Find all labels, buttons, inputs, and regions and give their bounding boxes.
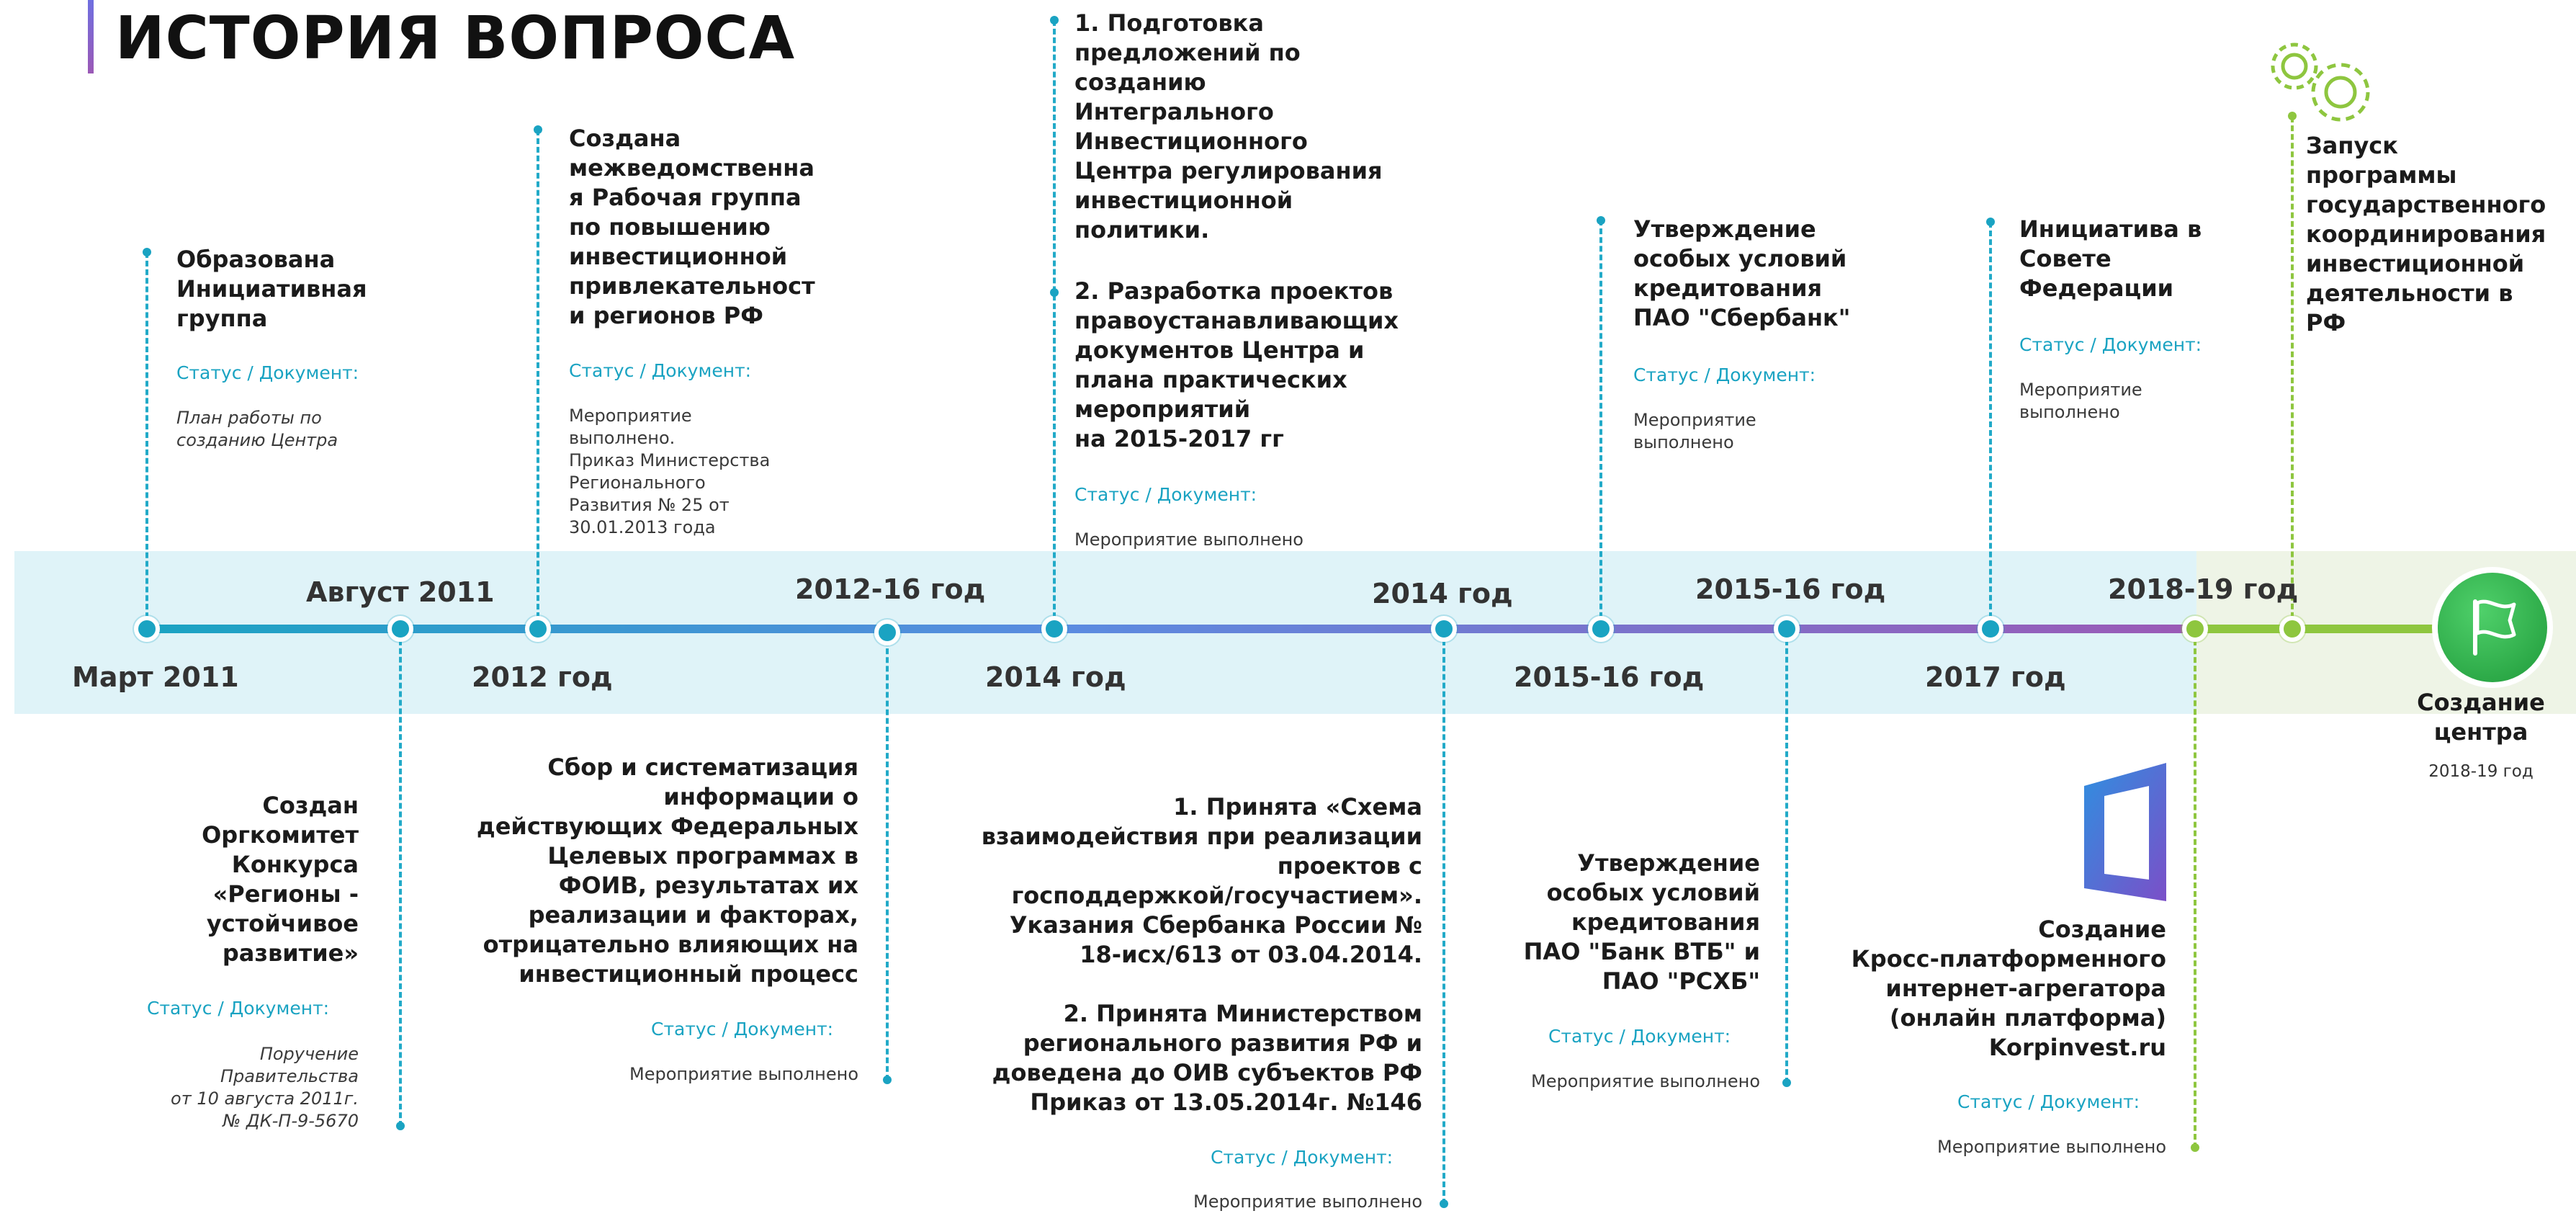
timeline-node <box>134 616 160 642</box>
end-dot <box>1050 16 1059 24</box>
final-node <box>2438 573 2547 682</box>
end-dot <box>1050 288 1059 297</box>
end-dot <box>396 1122 405 1130</box>
timeline-node <box>525 616 551 642</box>
status-label: Статус / Документ: <box>569 360 752 381</box>
end-dot <box>2288 112 2297 120</box>
end-dot <box>1597 216 1605 225</box>
flag-icon <box>2473 599 2516 656</box>
date-label: 2012 год <box>472 661 613 693</box>
status-label: Статус / Документ: <box>1211 1147 1394 1168</box>
timeline-node <box>1041 616 1067 642</box>
status-label: Статус / Документ: <box>1957 1091 2140 1112</box>
end-dot <box>1782 1078 1791 1087</box>
date-label: 2015-16 год <box>1514 661 1705 693</box>
event-title: Утверждение особых условий кредитования … <box>1633 215 1851 331</box>
date-label: 2012-16 год <box>795 573 986 605</box>
timeline-node <box>1588 616 1614 642</box>
event-doc: Мероприятие выполнено <box>1633 410 1756 452</box>
end-dot <box>534 125 542 134</box>
event-title: Создание Кросс-платформенного интернет-а… <box>1851 916 2166 1061</box>
event-title: Образована Инициативная группа <box>176 246 367 332</box>
connector-2015-16-top <box>1599 220 1602 627</box>
end-dot <box>1440 1199 1448 1208</box>
end-dot <box>883 1076 892 1084</box>
end-dot <box>143 248 151 256</box>
event-title-2: 2. Разработка проектов правоустанавливаю… <box>1074 277 1399 452</box>
event-doc: Мероприятие выполнено. Приказ Министерст… <box>569 406 771 537</box>
event-doc: Поручение Правительства от 10 августа 20… <box>171 1044 359 1131</box>
status-label: Статус / Документ: <box>1074 484 1257 505</box>
final-title: Создание центра <box>2417 689 2545 746</box>
timeline-node <box>387 616 413 642</box>
timeline-node <box>2279 616 2305 642</box>
event-title: 1. Подготовка предложений по созданию Ин… <box>1074 9 1383 243</box>
connector-2018-19-top <box>2291 117 2294 627</box>
status-label: Статус / Документ: <box>176 362 359 383</box>
status-label: Статус / Документ: <box>1548 1026 1731 1047</box>
connector-2012-16 <box>886 631 889 1081</box>
date-label: 2018-19 год <box>2108 573 2299 605</box>
final-date: 2018-19 год <box>2428 762 2534 781</box>
connector-2017 <box>1989 222 1992 627</box>
connector-2012 <box>537 130 539 627</box>
timeline-node <box>1978 616 2003 642</box>
event-doc: План работы по созданию Центра <box>176 408 338 450</box>
date-label: 2015-16 год <box>1695 573 1886 605</box>
connector-2014-bottom <box>1442 631 1445 1204</box>
date-label: Март 2011 <box>72 661 239 693</box>
portal-logo-icon <box>2084 763 2166 901</box>
end-dot <box>2191 1143 2199 1152</box>
event-doc: Мероприятие выполнено <box>1937 1137 2166 1157</box>
event-title: Утверждение особых условий кредитования … <box>1523 849 1760 995</box>
timeline-line-final <box>2196 625 2492 633</box>
timeline-line <box>147 625 2196 633</box>
connector-2014-top <box>1053 20 1056 627</box>
event-title-2: 2. Принята Министерством регионального р… <box>992 1000 1422 1116</box>
timeline-node <box>2182 616 2208 642</box>
connector-2018-19-bottom <box>2194 631 2196 1148</box>
date-label: 2014 год <box>1372 578 1513 609</box>
event-title: Инициатива в Совете Федерации <box>2019 215 2202 302</box>
date-label: 2017 год <box>1925 661 2066 693</box>
connector-mar-2011 <box>145 252 148 627</box>
status-label: Статус / Документ: <box>147 998 330 1019</box>
event-title: Сбор и систематизация информации о дейст… <box>476 754 858 988</box>
event-doc: Мероприятие выполнено <box>1193 1192 1422 1212</box>
date-label: Август 2011 <box>306 576 495 608</box>
status-label: Статус / Документ: <box>2019 334 2202 355</box>
connector-2015-16-bottom <box>1785 631 1788 1083</box>
event-title: 1. Принята «Схема взаимодействия при реа… <box>981 793 1422 968</box>
page-title: ИСТОРИЯ ВОПРОСА <box>115 4 796 73</box>
timeline-node <box>874 620 900 645</box>
date-label: 2014 год <box>985 661 1126 693</box>
event-title: Запуск программы государственного коорди… <box>2306 132 2546 336</box>
end-dot <box>1986 218 1995 226</box>
title-accent-bar <box>88 0 94 73</box>
event-doc: Мероприятие выполнено <box>629 1064 858 1084</box>
status-label: Статус / Документ: <box>1633 365 1816 385</box>
timeline-node <box>1774 616 1800 642</box>
timeline-node <box>1431 616 1457 642</box>
event-doc: Мероприятие выполнено <box>1074 529 1303 550</box>
status-label: Статус / Документ: <box>651 1019 834 1040</box>
event-title: Создана межведомственна я Рабочая группа… <box>569 125 815 329</box>
event-doc: Мероприятие выполнено <box>2019 380 2142 422</box>
connector-aug-2011 <box>399 631 402 1127</box>
event-doc: Мероприятие выполнено <box>1531 1071 1760 1091</box>
gears-icon <box>2271 43 2370 122</box>
event-title: Создан Оргкомитет Конкурса «Регионы - ус… <box>202 792 359 967</box>
